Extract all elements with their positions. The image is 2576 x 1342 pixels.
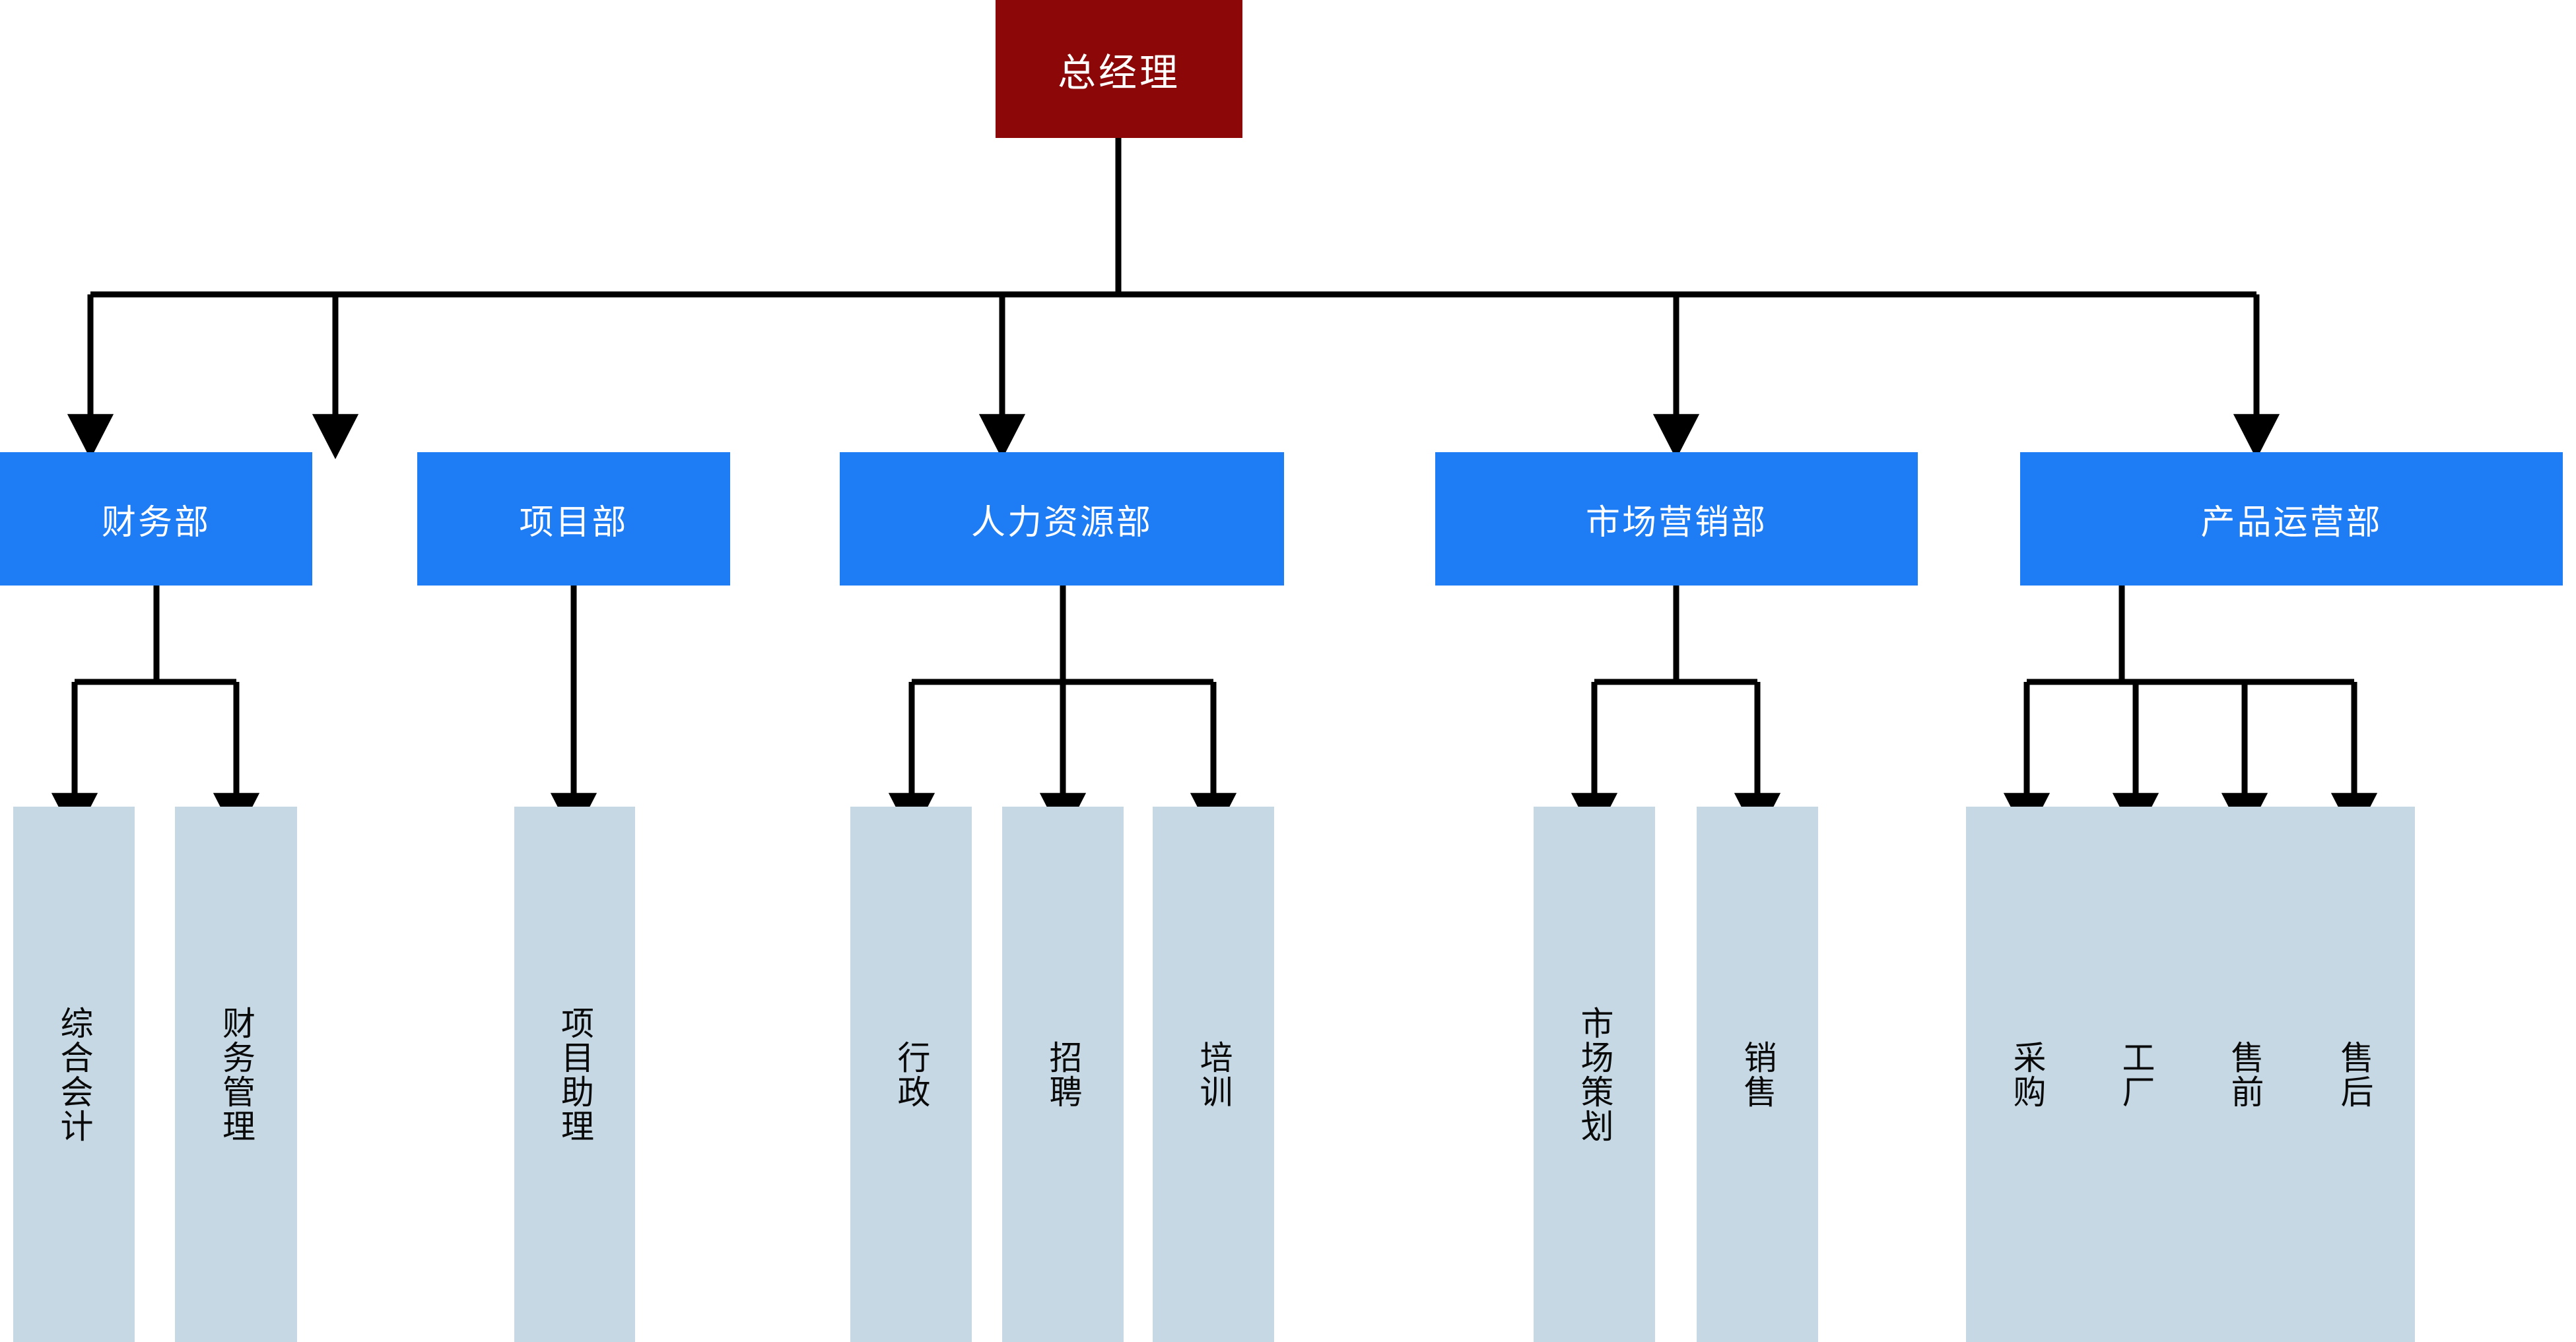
node-label: 采购 bbox=[2008, 1040, 2046, 1109]
node-team-recruitment[interactable]: 招聘 bbox=[1002, 807, 1124, 1342]
node-team-pre-sales[interactable]: 售前 bbox=[2184, 807, 2305, 1342]
node-team-procurement[interactable]: 采购 bbox=[1966, 807, 2087, 1342]
node-department-project[interactable]: 项目部 bbox=[417, 452, 730, 586]
node-team-sales[interactable]: 销售 bbox=[1697, 807, 1818, 1342]
node-team-market-planning[interactable]: 市场策划 bbox=[1534, 807, 1655, 1342]
node-team-financial-management[interactable]: 财务管理 bbox=[175, 807, 297, 1342]
node-department-human-resources[interactable]: 人力资源部 bbox=[840, 452, 1284, 586]
node-team-training[interactable]: 培训 bbox=[1153, 807, 1274, 1342]
node-label: 财务部 bbox=[101, 503, 211, 542]
node-general-manager[interactable]: 总经理 bbox=[996, 0, 1242, 138]
node-team-after-sales[interactable]: 售后 bbox=[2293, 807, 2415, 1342]
node-team-project-assistant[interactable]: 项目助理 bbox=[514, 807, 635, 1342]
node-label: 市场策划 bbox=[1576, 1005, 1613, 1143]
node-label: 市场营销部 bbox=[1585, 503, 1767, 542]
node-label: 行政 bbox=[893, 1040, 930, 1109]
node-label: 总经理 bbox=[1057, 51, 1180, 94]
node-department-marketing[interactable]: 市场营销部 bbox=[1435, 452, 1918, 586]
node-label: 财务管理 bbox=[218, 1005, 255, 1143]
node-department-finance[interactable]: 财务部 bbox=[0, 452, 312, 586]
node-label: 售后 bbox=[2336, 1040, 2373, 1109]
node-label: 销售 bbox=[1739, 1040, 1777, 1109]
node-label: 人力资源部 bbox=[970, 503, 1153, 542]
node-label: 产品运营部 bbox=[2200, 503, 2383, 542]
node-department-product-operations[interactable]: 产品运营部 bbox=[2020, 452, 2563, 586]
node-label: 售前 bbox=[2226, 1040, 2264, 1109]
node-label: 招聘 bbox=[1044, 1040, 1082, 1109]
node-label: 项目部 bbox=[519, 503, 628, 542]
node-team-administration[interactable]: 行政 bbox=[850, 807, 972, 1342]
node-label: 综合会计 bbox=[55, 1005, 93, 1143]
node-label: 项目助理 bbox=[557, 1005, 593, 1143]
node-team-factory[interactable]: 工厂 bbox=[2075, 807, 2196, 1342]
node-label: 工厂 bbox=[2117, 1040, 2155, 1109]
node-label: 培训 bbox=[1195, 1040, 1233, 1109]
node-team-general-accounting[interactable]: 综合会计 bbox=[13, 807, 135, 1342]
